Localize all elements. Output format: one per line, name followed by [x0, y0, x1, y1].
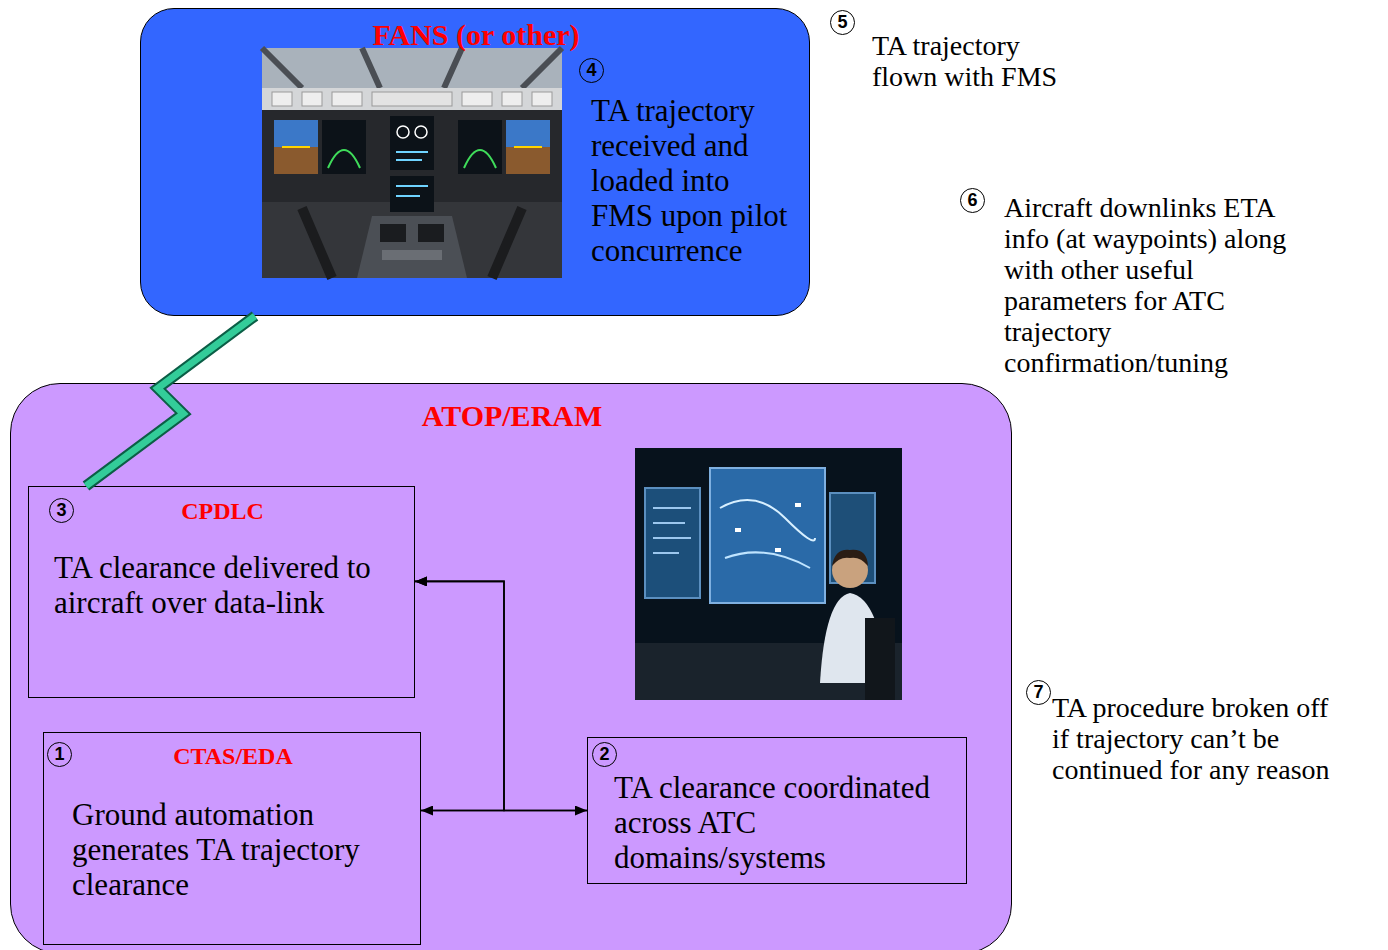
text-slot: TA clearance coordinated across ATC doma… — [614, 770, 944, 875]
data-link-bolt — [86, 316, 255, 486]
controller-workstation-photo-part — [725, 552, 810, 568]
cockpit-photo-part — [302, 208, 522, 278]
cockpit-photo-part — [282, 146, 310, 148]
cockpit-photo-part — [506, 147, 550, 174]
flow-arrow — [415, 581, 587, 810]
cockpit-photo-part — [390, 176, 434, 212]
controller-workstation-photo-part — [645, 488, 700, 598]
cockpit-photo-part — [302, 92, 322, 106]
box-heading: CPDLC — [79, 497, 366, 525]
cockpit-photo-part — [372, 92, 452, 106]
cockpit-photo-part — [532, 92, 552, 106]
cockpit-photo-part — [357, 216, 467, 278]
process-box: 2 TA clearance coordinated across ATC dom… — [587, 737, 967, 884]
cockpit-photo-part — [397, 126, 409, 138]
cockpit-photo-part — [462, 92, 492, 106]
text-slot: 7 — [1026, 680, 1051, 705]
controller-workstation-photo-part — [710, 468, 825, 603]
controller-workstation-photo — [635, 448, 902, 700]
callout-number: 7 — [1026, 680, 1051, 705]
cockpit-photo-part — [328, 150, 360, 168]
cockpit-photo-part — [390, 116, 434, 170]
cockpit-photo-part — [274, 147, 318, 174]
text-slot: 1 — [47, 742, 72, 767]
text-slot: CPDLC — [79, 497, 366, 525]
controller-workstation-photo-part — [635, 448, 902, 700]
cockpit-photo-part — [418, 224, 444, 242]
panel-heading: ATOP/ERAM — [11, 398, 1013, 434]
cockpit-photo — [262, 48, 562, 278]
cockpit-photo-part — [502, 92, 522, 106]
data-link-bolt-outline — [86, 316, 255, 486]
callout-number: 2 — [592, 742, 617, 767]
panel-heading: FANS (or other) — [141, 17, 811, 53]
controller-workstation-photo-part — [720, 500, 815, 541]
cockpit-photo-part — [380, 224, 406, 242]
controller-workstation-photo-part — [775, 548, 781, 552]
flow-arrow — [415, 581, 504, 810]
cockpit-photo-part — [382, 250, 442, 260]
callout-number: 4 — [579, 58, 604, 83]
controller-workstation-photo-part — [735, 528, 741, 532]
text-slot: Aircraft downlinks ETA info (at waypoint… — [1004, 192, 1304, 378]
cockpit-photo-part — [415, 126, 427, 138]
callout-number: 6 — [960, 188, 985, 213]
step-text: TA trajectory received and loaded into F… — [591, 93, 794, 268]
cockpit-photo-part — [332, 92, 362, 106]
cockpit-photo-part — [262, 88, 562, 110]
process-box: 1 CTAS/EDA Ground automation generates TA … — [43, 732, 421, 945]
text-slot: ATOP/ERAM — [11, 398, 1013, 434]
text-slot: 4 — [579, 58, 604, 83]
annotation-text: TA trajectory flown with FMS — [872, 30, 1087, 92]
text-slot: 3 — [49, 498, 74, 523]
cockpit-photo-part — [274, 120, 318, 174]
text-slot: 2 — [592, 742, 617, 767]
controller-workstation-photo-part — [865, 618, 895, 700]
text-slot: TA trajectory received and loaded into F… — [591, 93, 794, 268]
controller-workstation-photo-part — [653, 508, 691, 553]
annotation-text: TA procedure broken off if trajectory ca… — [1052, 692, 1344, 785]
step-text: Ground automation generates TA trajector… — [72, 797, 392, 902]
text-slot: 5 — [830, 10, 855, 35]
cockpit-photo-part — [514, 146, 542, 148]
cockpit-photo-part — [396, 186, 428, 196]
text-slot: 6 — [960, 188, 985, 213]
text-slot: TA procedure broken off if trajectory ca… — [1052, 692, 1344, 785]
controller-workstation-photo-part — [795, 503, 801, 507]
step-text: TA clearance coordinated across ATC doma… — [614, 770, 944, 875]
cockpit-photo-part — [396, 152, 428, 160]
text-slot: FANS (or other) — [141, 17, 811, 53]
controller-workstation-photo-part — [832, 550, 868, 566]
text-slot: CTAS/EDA — [84, 742, 382, 770]
cockpit-photo-part — [262, 48, 562, 88]
callout-number: 1 — [47, 742, 72, 767]
callout-number: 5 — [830, 10, 855, 35]
cockpit-photo-part — [458, 120, 502, 174]
step-text: TA clearance delivered to aircraft over … — [54, 550, 394, 620]
callout-number: 3 — [49, 498, 74, 523]
cockpit-photo-part — [322, 120, 366, 174]
cockpit-photo-part — [262, 48, 562, 278]
process-box: 3CPDLC TA clearance delivered to aircraft… — [28, 486, 415, 698]
cockpit-photo-part — [464, 150, 496, 168]
text-slot: TA trajectory flown with FMS — [872, 30, 1087, 92]
cockpit-photo-part — [262, 48, 562, 88]
box-heading: CTAS/EDA — [84, 742, 382, 770]
text-slot: Ground automation generates TA trajector… — [72, 797, 392, 902]
annotation-text: Aircraft downlinks ETA info (at waypoint… — [1004, 192, 1304, 378]
cockpit-photo-part — [506, 120, 550, 174]
text-slot: TA clearance delivered to aircraft over … — [54, 550, 394, 620]
cockpit-photo-part — [272, 92, 292, 106]
